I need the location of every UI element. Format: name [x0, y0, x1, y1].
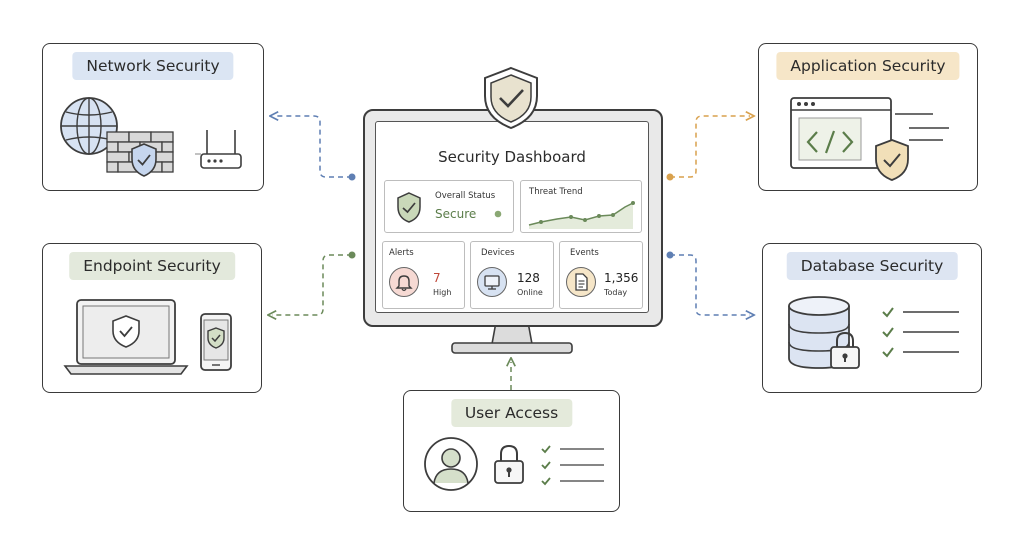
code-icon [806, 130, 854, 154]
dashboard-title: Security Dashboard [438, 148, 586, 166]
dashboard-screen: Security Dashboard Overall Status Secure… [375, 121, 649, 313]
checklist-icon [541, 445, 604, 486]
monitor-stand [451, 321, 573, 354]
trend-line-icon [528, 201, 635, 229]
status-dot-icon [494, 210, 502, 218]
events-value: 1,356 [604, 271, 639, 285]
monitor-icon [477, 267, 507, 297]
connector-network [274, 116, 356, 181]
events-tile[interactable]: Events 1,356 Today [559, 241, 643, 309]
events-sub: Today [604, 288, 628, 297]
router-icon [195, 130, 242, 169]
database-security-title: Database Security [786, 252, 958, 280]
network-security-card: Network Security [42, 43, 264, 191]
alerts-sub: High [433, 288, 452, 297]
padlock-icon [494, 444, 524, 484]
connector-application [666, 116, 751, 181]
user-avatar-icon [424, 437, 478, 491]
globe-icon [60, 97, 118, 155]
monitor: Security Dashboard Overall Status Secure… [363, 109, 663, 327]
shield-icon [131, 143, 157, 177]
database-security-card: Database Security [762, 243, 982, 393]
devices-tile[interactable]: Devices 128 Online [470, 241, 554, 309]
shield-icon [484, 66, 538, 130]
document-icon [566, 267, 596, 297]
shield-icon [875, 139, 909, 181]
devices-value: 128 [517, 271, 540, 285]
threat-trend-label: Threat Trend [529, 187, 583, 197]
text-lines-icon [895, 113, 949, 141]
phone-icon [200, 313, 232, 371]
bell-icon [389, 267, 419, 297]
devices-sub: Online [517, 288, 543, 297]
application-security-title: Application Security [776, 52, 960, 80]
endpoint-security-card: Endpoint Security [42, 243, 262, 393]
application-security-card: Application Security [758, 43, 978, 191]
overall-status-label: Overall Status [435, 191, 496, 201]
user-access-title: User Access [450, 399, 573, 427]
shield-icon [397, 192, 421, 223]
padlock-icon [830, 331, 860, 369]
checklist-icon [882, 307, 959, 358]
network-security-title: Network Security [72, 52, 234, 80]
user-access-card: User Access [403, 390, 620, 512]
overall-status-tile[interactable]: Overall Status Secure [384, 180, 514, 233]
alerts-value: 7 [433, 271, 441, 285]
connector-endpoint [272, 251, 356, 316]
endpoint-security-title: Endpoint Security [69, 252, 235, 280]
threat-trend-tile[interactable]: Threat Trend [520, 180, 642, 233]
overall-status-value: Secure [435, 207, 477, 221]
alerts-tile[interactable]: Alerts 7 High [382, 241, 465, 309]
laptop-icon [63, 299, 189, 375]
devices-label: Devices [481, 248, 515, 258]
connector-database [666, 251, 751, 316]
events-label: Events [570, 248, 599, 258]
alerts-label: Alerts [389, 248, 414, 258]
